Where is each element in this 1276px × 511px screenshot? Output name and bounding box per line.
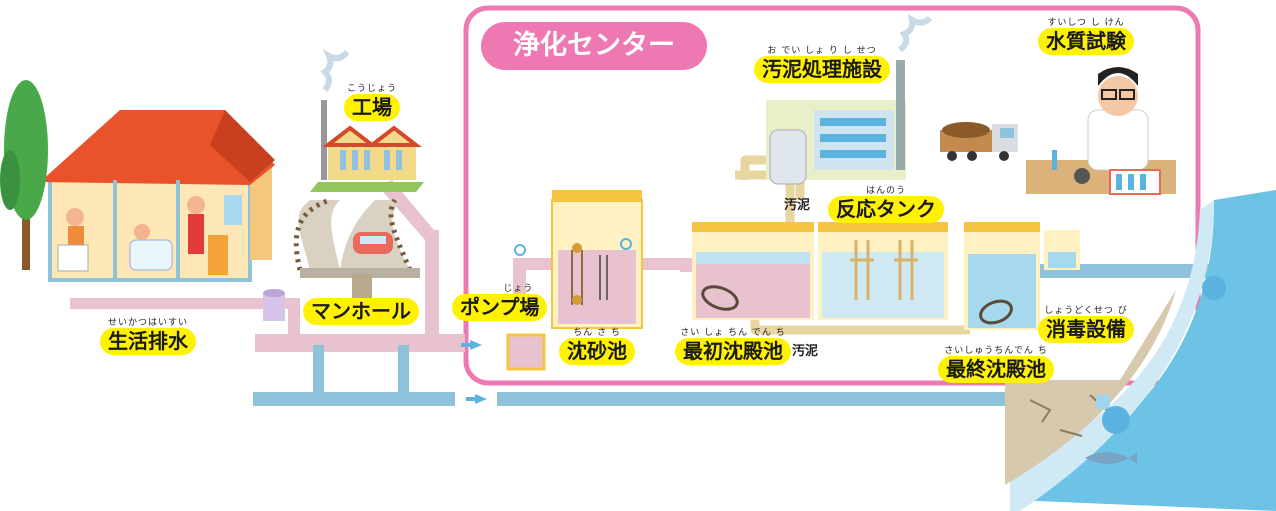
- label-factory: こうじょう 工場: [344, 84, 400, 121]
- grit-chamber: [551, 190, 643, 329]
- primary-settling-tank: [692, 222, 814, 320]
- label-water-test: すいしつ し けん 水質試験: [1038, 18, 1134, 55]
- label-disinfect: しょうどくせつ び 消毒設備: [1038, 306, 1134, 343]
- tree: [0, 80, 48, 270]
- clean-water-pipes: [253, 264, 1240, 406]
- label-sludge-top: 汚泥: [784, 198, 811, 213]
- house: [40, 110, 275, 282]
- river: [1005, 190, 1276, 511]
- sewage-pipes: [70, 180, 698, 352]
- treatment-center-title: 浄化センター: [481, 22, 707, 70]
- manhole-cylinder: [263, 289, 285, 321]
- sludge-truck: [940, 122, 1018, 161]
- reaction-tank: [818, 222, 948, 320]
- treatment-center-frame: [463, 5, 1201, 386]
- flow-arrows: [461, 340, 487, 404]
- pump-well: [506, 244, 546, 371]
- label-reactor: はんのう 反応タンク: [828, 186, 944, 223]
- label-sludge-plant: お でい しょ り し せつ 汚泥処理施設: [754, 46, 890, 83]
- final-settling-tank: [964, 222, 1080, 330]
- lab-scientist: [1026, 67, 1176, 195]
- label-manhole: マンホール: [303, 298, 419, 325]
- label-sludge-bottom: 汚泥: [792, 344, 819, 359]
- label-primary: さい しょ ちん でん ち 最初沈殿池: [675, 328, 791, 365]
- road: [293, 197, 420, 300]
- sludge-treatment-building: [766, 13, 933, 185]
- label-household: せいかつはいすい 生活排水: [100, 318, 196, 355]
- label-final: さいしゅうちんでん ち 最終沈殿池: [938, 346, 1054, 383]
- factory: [310, 48, 424, 192]
- label-pump: じょう ポンプ場: [452, 284, 548, 321]
- label-grit: ちん さ ち 沈砂池: [559, 328, 635, 365]
